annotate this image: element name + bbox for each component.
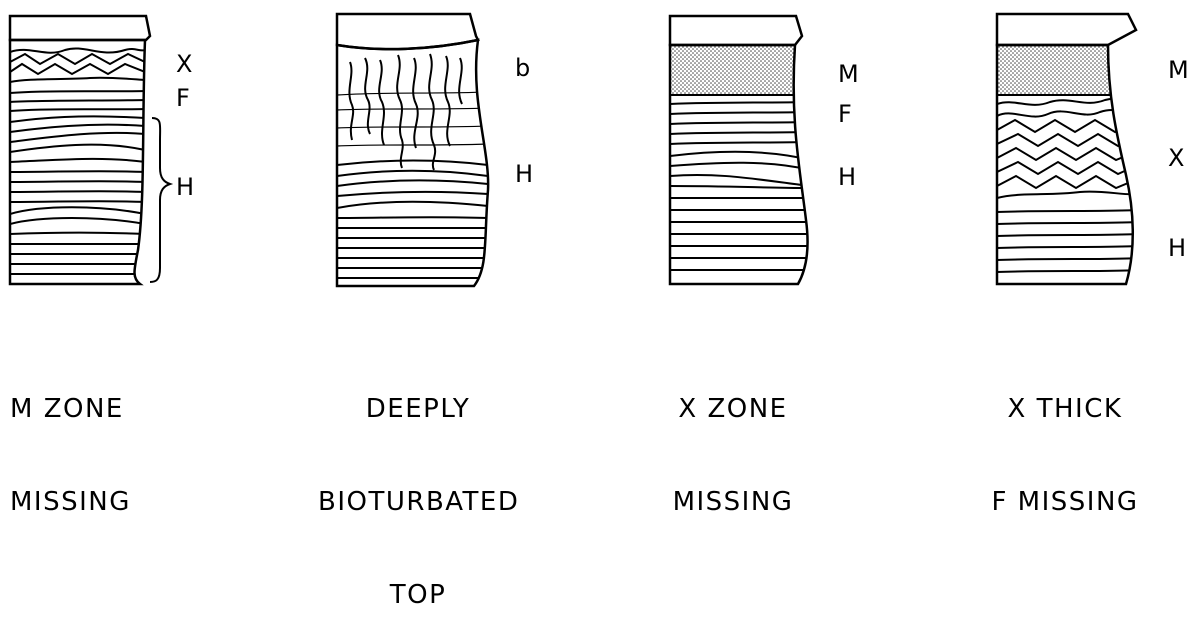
zone-label-m: M [1168, 58, 1189, 82]
caption-column-3: X ZONE MISSING [658, 332, 808, 549]
caption-line: TOP [318, 580, 518, 611]
core-column-3 [670, 16, 810, 284]
caption-line: MISSING [658, 487, 808, 518]
caption-line: X ZONE [658, 394, 808, 425]
core-column-1 [10, 16, 170, 284]
caption-line: X THICK [980, 394, 1150, 425]
caption-column-1: M ZONE MISSING [10, 332, 150, 549]
zone-label-h: H [515, 162, 533, 186]
caption-line: M ZONE [10, 394, 150, 425]
zone-label-h: H [838, 165, 856, 189]
zone-label-x: X [176, 52, 192, 76]
zone-label-f: F [176, 86, 190, 110]
caption-line: DEEPLY [318, 394, 518, 425]
caption-column-2: DEEPLY BIOTURBATED TOP [318, 332, 518, 642]
zone-label-x: X [1168, 146, 1184, 170]
core-column-2 [337, 14, 488, 286]
zone-label-f: F [838, 102, 852, 126]
core-column-4 [997, 14, 1140, 284]
zone-label-h: H [176, 175, 194, 199]
caption-line: BIOTURBATED [318, 487, 518, 518]
zone-label-b: b [515, 56, 530, 80]
caption-column-4: X THICK F MISSING [980, 332, 1150, 549]
caption-line: MISSING [10, 487, 150, 518]
zone-label-h: H [1168, 236, 1186, 260]
zone-label-m: M [838, 62, 859, 86]
caption-line: F MISSING [980, 487, 1150, 518]
